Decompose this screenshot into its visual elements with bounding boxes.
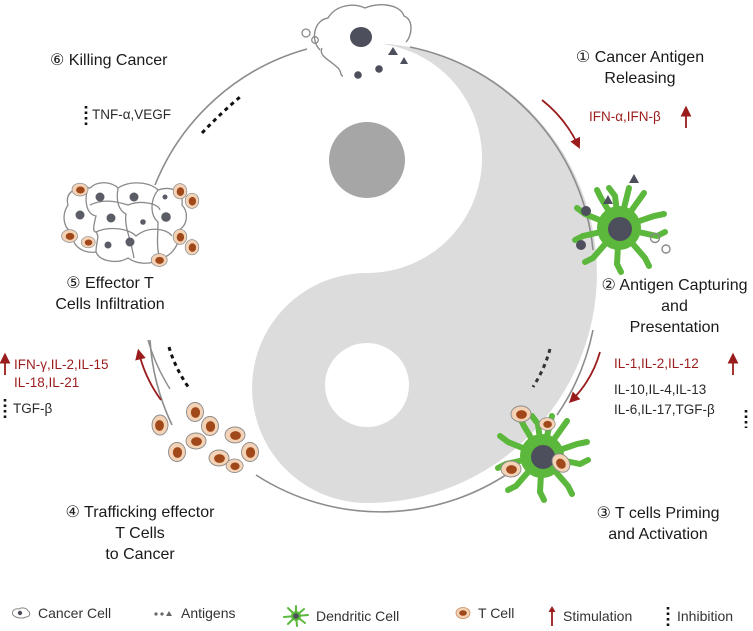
- inhibition-dots-step2: [531, 348, 552, 388]
- yin-yang-gray-dot: [329, 122, 405, 198]
- legend-item-inhibition: Inhibition: [665, 605, 733, 627]
- cytokines-step4-stimulation-line2: IL-18,IL-21: [14, 375, 80, 390]
- step1-title-line1: Cancer Antigen: [594, 49, 705, 66]
- step3-title-line1: T cells Priming: [614, 505, 720, 522]
- step6-number: ⑥: [50, 52, 65, 69]
- step2-title-line1: Antigen Capturing: [619, 277, 748, 294]
- cytokines-step1-stimulation: IFN-α,IFN-β: [589, 109, 661, 124]
- stimulation-arrow-step1: [541, 99, 581, 149]
- step4-label: ④ Trafficking effector T Cells to Cancer: [50, 502, 230, 565]
- outer-arc-bottom: [255, 467, 517, 513]
- step1-title-line2: Releasing: [604, 70, 676, 87]
- legend-item-dendritic-cell: Dendritic Cell: [282, 605, 399, 627]
- step6-label: ⑥ Killing Cancer: [50, 50, 220, 71]
- antigens-step2: [576, 174, 671, 254]
- step4-title-line1: Trafficking effector: [84, 504, 215, 521]
- legend-item-antigens: Antigens: [153, 605, 235, 621]
- t-cell-icon: [455, 607, 471, 619]
- legend-label-inhibition: Inhibition: [677, 608, 734, 624]
- cytokines-step2-stimulation: IL-1,IL-2,IL-12: [614, 356, 699, 371]
- step3-label: ③ T cells Priming and Activation: [578, 503, 738, 545]
- legend-label-cancer-cell: Cancer Cell: [38, 605, 112, 621]
- step2-title-line2: and: [661, 298, 688, 315]
- stimulation-arrow-step4: [135, 348, 162, 401]
- step3-number: ③: [596, 505, 611, 522]
- step2-number: ②: [601, 277, 616, 294]
- t-cells-trafficking: [151, 402, 259, 474]
- legend-item-t-cell: T Cell: [454, 605, 514, 621]
- outer-arc-top-left: [154, 48, 308, 186]
- step5-label: ⑤ Effector T Cells Infiltration: [40, 273, 180, 315]
- dendritic-cell-icon: [283, 605, 309, 627]
- cytokines-step6-inhibition: TNF-α,VEGF: [92, 107, 172, 122]
- inhibition-dots-icon: [666, 607, 670, 626]
- step5-title-line2: Cells Infiltration: [55, 296, 165, 313]
- step4-title-line3: to Cancer: [105, 546, 175, 563]
- tumor-nuclei: [75, 192, 171, 249]
- step1-label: ① Cancer Antigen Releasing: [560, 47, 720, 89]
- step4-number: ④: [65, 504, 80, 521]
- step5-title-line1: Effector T: [85, 275, 154, 292]
- step5-number: ⑤: [66, 275, 81, 292]
- step6-title: Killing Cancer: [68, 52, 168, 69]
- step4-title-line2: T Cells: [115, 525, 165, 542]
- stimulation-arrow-icon: [548, 606, 556, 626]
- legend-label-dendritic-cell: Dendritic Cell: [316, 608, 400, 624]
- inhibition-dots-step6: [200, 95, 241, 135]
- cancer-cell-icon: [12, 607, 31, 619]
- legend-item-cancer-cell: Cancer Cell: [10, 605, 111, 621]
- outer-arc-left-lower: [149, 339, 173, 426]
- step1-number: ①: [575, 49, 591, 66]
- legend: Cancer Cell Antigens Dendritic Cell T Ce…: [0, 605, 753, 629]
- step2-title-line3: Presentation: [629, 319, 720, 336]
- cancer-cell-top: [301, 4, 412, 79]
- cytokines-step4-stimulation-line1: IFN-γ,IL-2,IL-15: [14, 357, 109, 372]
- step2-label: ② Antigen Capturing and Presentation: [596, 275, 753, 338]
- legend-label-t-cell: T Cell: [478, 605, 515, 621]
- outer-arc-left-segment: [147, 339, 171, 390]
- cytokines-step4-inhibition: TGF-β: [13, 401, 53, 416]
- antigens-icon: [154, 611, 172, 616]
- cytokines-step2-inhibition-line2: IL-6,IL-17,TGF-β: [614, 402, 715, 417]
- inhibition-dots-step4: [167, 346, 191, 389]
- legend-item-stimulation: Stimulation: [547, 605, 632, 627]
- outer-arc-right-lower: [556, 329, 594, 416]
- stimulation-arrow-step2: [568, 351, 601, 404]
- yin-yang-white-dot: [325, 343, 409, 427]
- cytokines-step2-inhibition-line1: IL-10,IL-4,IL-13: [614, 382, 707, 397]
- step3-title-line2: and Activation: [608, 526, 708, 543]
- legend-label-stimulation: Stimulation: [563, 608, 633, 624]
- legend-label-antigens: Antigens: [181, 605, 236, 621]
